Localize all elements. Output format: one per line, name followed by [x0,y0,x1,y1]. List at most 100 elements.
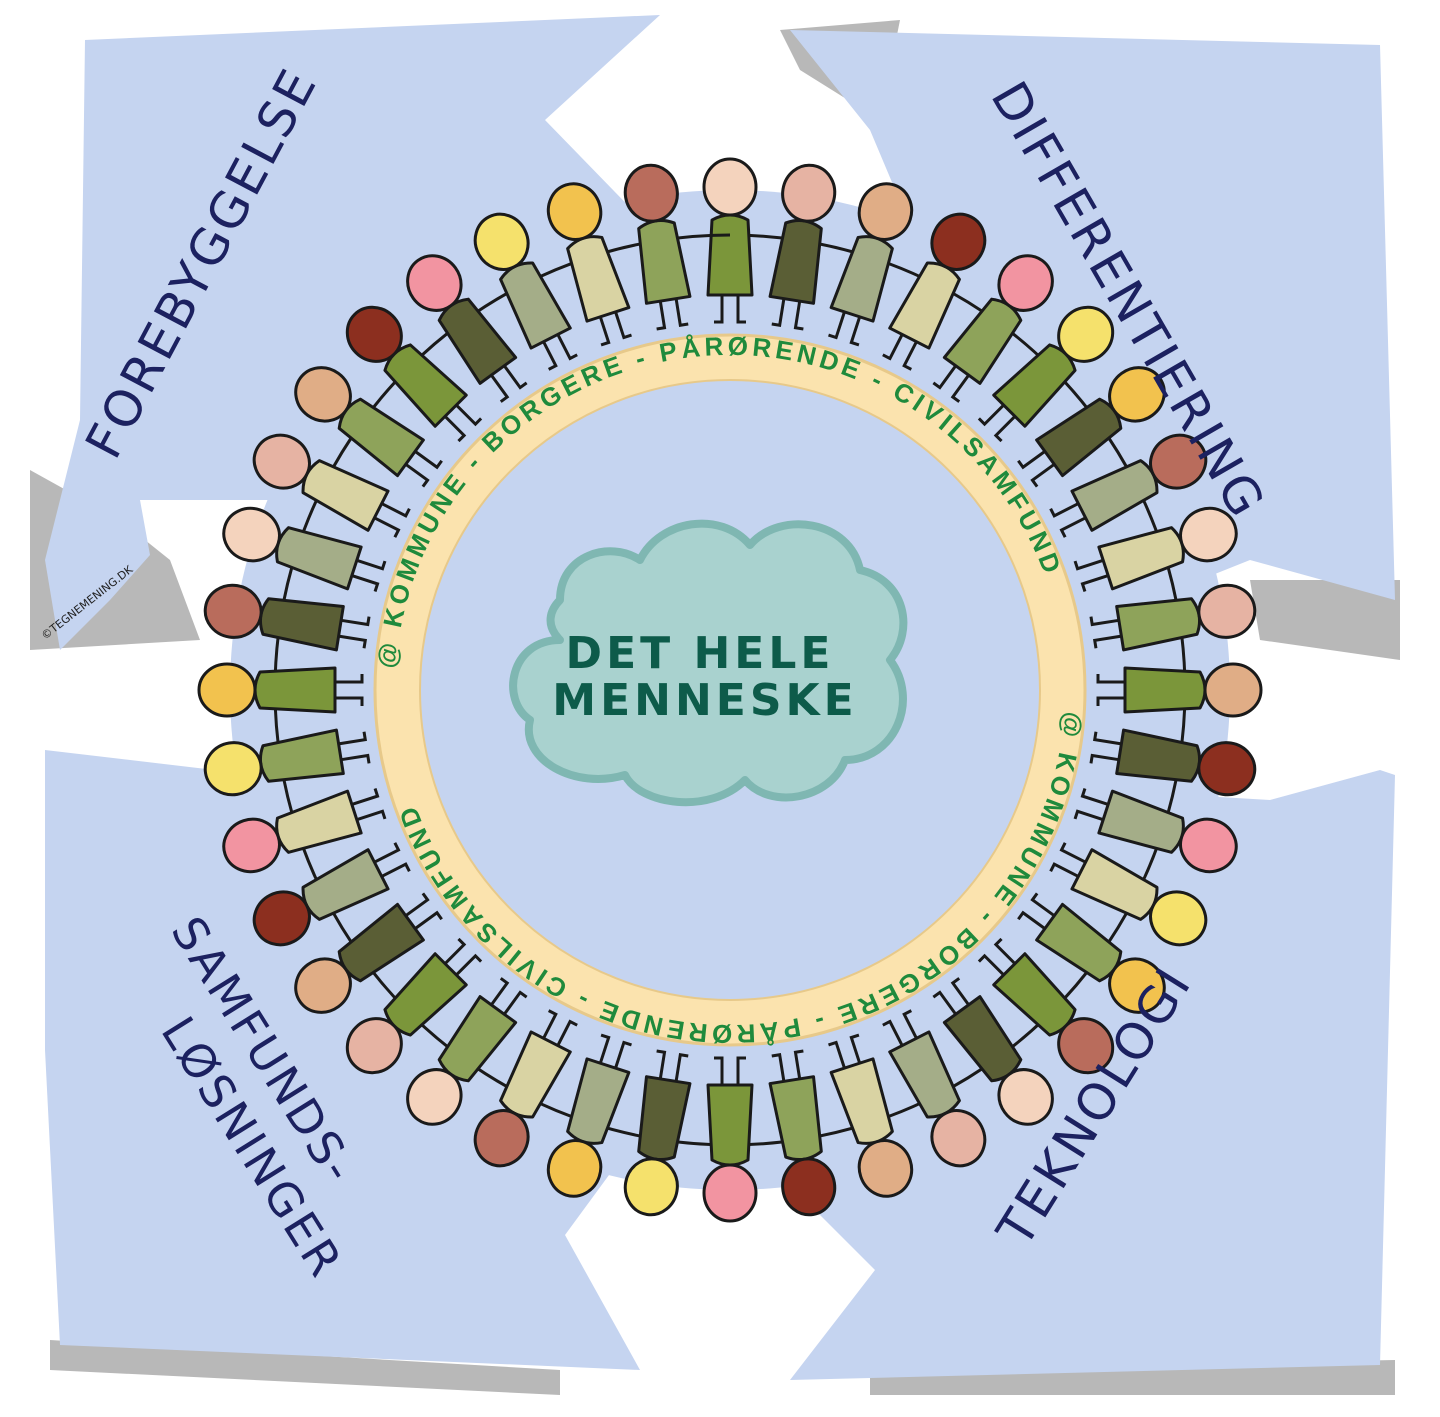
person-leg [351,788,380,806]
person-leg [614,1040,632,1069]
person-leg [455,403,483,427]
person-leg [1017,910,1046,930]
person-figure [768,163,872,331]
person-head [1108,957,1166,1014]
person-leg [932,364,957,390]
person-head [623,1157,679,1217]
person-leg [977,403,1005,427]
person-figure [1017,892,1166,1014]
person-figure [977,937,1115,1075]
center-cloud: DET HELE MENNESKE [509,519,908,807]
person-figure [1096,662,1263,762]
person-figure [197,618,364,718]
person-figure [658,1056,758,1223]
person-leg [771,1053,786,1082]
person-leg [335,696,364,706]
cloud-shape [509,519,908,807]
person-head [197,662,257,718]
person-leg [1073,809,1104,822]
center-title-line1: DET HELE [566,628,835,679]
person-leg [656,1049,667,1080]
person-leg [1093,634,1122,649]
person-leg [849,1033,862,1064]
person-head [546,182,603,241]
person-leg [993,415,1017,443]
person-leg [674,1053,689,1082]
person-head [1108,366,1166,423]
person-head [473,212,530,271]
person-head [1057,1017,1115,1075]
person-leg [1089,753,1120,764]
person-leg [414,910,443,930]
person-figure [729,1049,837,1217]
person-leg [849,316,862,347]
person-leg [714,295,724,324]
person-head [345,305,403,363]
person-head [406,254,463,312]
person-figure [252,421,411,538]
person-leg [503,990,528,1016]
person-head [222,506,281,563]
person-leg [656,300,667,331]
person-head [1179,817,1238,874]
person-leg [950,374,970,403]
person-leg [932,990,957,1016]
person-leg [356,558,387,571]
person-leg [882,333,904,361]
person-figure [882,212,999,371]
person-head [222,817,281,874]
person-head [1179,506,1238,563]
person-figure [932,254,1054,403]
person-leg [381,862,411,878]
person-figure [406,254,528,403]
person-body [1123,666,1207,714]
person-head [781,1157,837,1217]
person-head [857,182,914,241]
person-leg [950,977,970,1006]
person-figure [406,977,528,1126]
person-head [997,254,1054,312]
person-leg [340,616,371,627]
person-leg [490,374,510,403]
person-leg [542,1009,558,1039]
person-head [1203,662,1263,718]
person-leg [793,300,804,331]
person-leg [373,842,401,864]
person-leg [1073,558,1104,571]
person-leg [1059,842,1087,864]
person-leg [882,1019,904,1047]
person-leg [1096,696,1125,706]
person-figure [1089,583,1257,691]
person-leg [714,1056,724,1085]
person-head [702,1163,758,1223]
shadow-bottom-left [50,1340,560,1395]
person-head [857,1139,914,1198]
person-figure [623,163,731,331]
person-leg [1017,450,1046,470]
person-leg [1030,892,1056,917]
person-leg [902,1009,918,1039]
person-leg [1089,616,1120,627]
person-head [1057,305,1115,363]
person-leg [614,311,632,340]
person-figure [870,1009,987,1168]
person-leg [356,809,387,822]
person-figure [294,892,443,1014]
person-leg [414,450,443,470]
person-leg [443,937,467,965]
person-leg [556,1019,578,1047]
person-leg [993,937,1017,965]
person-head [1149,890,1208,947]
person-figure [473,212,590,371]
person-head [702,157,758,217]
person-head [781,163,837,223]
person-leg [736,1056,746,1085]
person-head [930,212,987,271]
person-head [997,1068,1054,1126]
person-leg [443,415,467,443]
person-figure [203,548,371,652]
person-leg [1059,516,1087,538]
person-head [203,741,263,797]
